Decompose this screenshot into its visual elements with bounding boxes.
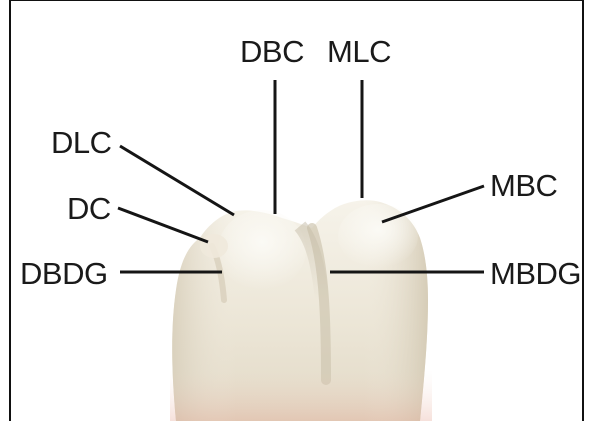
label-dlc: DLC xyxy=(51,127,112,158)
label-dbc: DBC xyxy=(240,36,304,67)
leader-line-mbc xyxy=(382,186,484,222)
leader-line-dc xyxy=(118,208,208,242)
label-dbdg: DBDG xyxy=(20,258,108,289)
tooth-crown xyxy=(170,200,432,421)
label-dc: DC xyxy=(67,193,111,224)
label-mbc: MBC xyxy=(490,170,557,201)
leader-line-dlc xyxy=(120,146,234,215)
label-mlc: MLC xyxy=(327,36,391,67)
label-mbdg: MBDG xyxy=(490,258,581,289)
